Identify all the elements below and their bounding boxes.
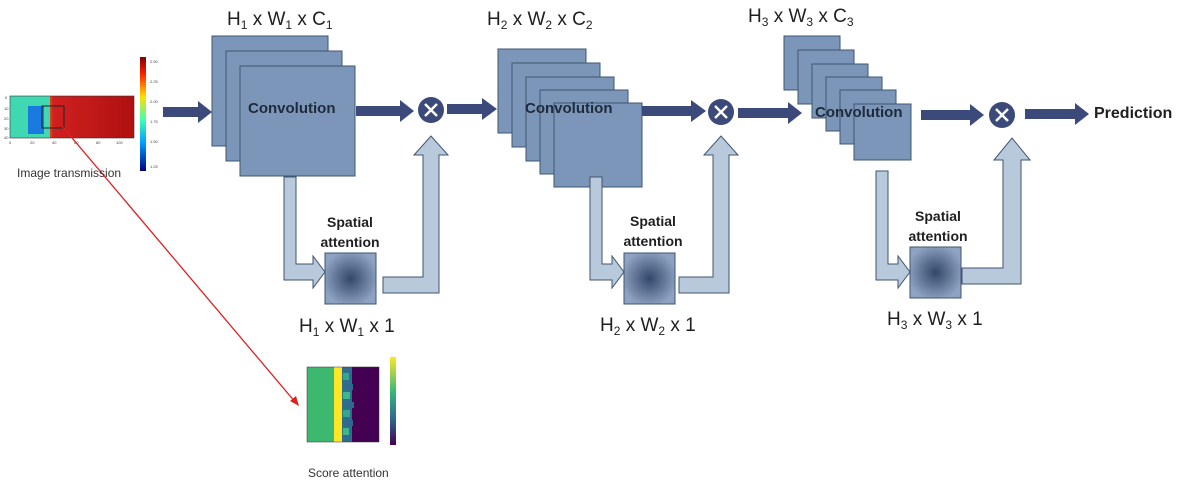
conv-block-3 (783, 35, 912, 161)
stage-1-feature-dims: H1 x W1 x C1 (227, 9, 333, 32)
arrow-conv3-to-attn3 (875, 170, 911, 290)
svg-text:20: 20 (4, 116, 9, 121)
attention-map-1 (324, 252, 377, 305)
svg-text:0: 0 (9, 140, 12, 145)
pointer-arrowhead (290, 396, 299, 406)
svg-text:40: 40 (4, 135, 9, 140)
pointer-arrow (61, 125, 297, 404)
arrow-conv1-to-mult1 (356, 100, 414, 122)
multiply-node-2 (708, 99, 734, 125)
svg-text:2.00: 2.00 (150, 99, 159, 104)
stage-2-attention-label: Spatial attention (623, 213, 683, 249)
svg-text:100: 100 (116, 140, 123, 145)
svg-text:1.50: 1.50 (150, 139, 159, 144)
arrow-conv2-to-mult2 (642, 100, 706, 122)
arrow-mult3-to-output (1025, 103, 1089, 125)
stage-1-attention-label: Spatial attention (320, 214, 380, 250)
arrow-attn3-to-mult3 (961, 137, 1032, 285)
svg-text:0: 0 (5, 95, 8, 100)
stage-3-attention-dims: H3 x W3 x 1 (887, 309, 983, 332)
attention-map-2 (623, 252, 676, 305)
arrow-mult1-to-conv2 (447, 98, 497, 120)
conv-block-1 (211, 35, 356, 177)
arrow-attn1-to-mult1 (382, 135, 450, 294)
attention-map-3 (909, 246, 962, 299)
score-colorbar (390, 357, 396, 445)
arrow-input-to-conv1 (163, 101, 212, 123)
conv-block-2 (497, 48, 643, 188)
input-colorbar (140, 57, 146, 171)
svg-text:30: 30 (4, 126, 9, 131)
stage-3-conv-label: Convolution (815, 104, 903, 121)
svg-text:20: 20 (30, 140, 35, 145)
stage-2-conv-label: Convolution (525, 100, 613, 117)
svg-text:1.25: 1.25 (150, 164, 159, 169)
svg-text:1.75: 1.75 (150, 119, 159, 124)
score-caption: Score attention (308, 466, 389, 480)
arrow-conv2-to-attn2 (589, 176, 625, 290)
svg-text:2.50: 2.50 (150, 59, 159, 64)
multiply-node-1 (418, 97, 444, 123)
input-caption: Image transmission (17, 166, 122, 180)
svg-text:40: 40 (52, 140, 57, 145)
arrow-mult2-to-conv3 (738, 102, 802, 124)
stage-1 (163, 35, 450, 305)
stage-3 (738, 35, 1089, 299)
arrow-attn2-to-mult2 (678, 135, 740, 294)
stage-1-attention-dims: H1 x W1 x 1 (299, 316, 395, 339)
stage-2 (447, 48, 740, 305)
svg-text:2.25: 2.25 (150, 79, 159, 84)
stage-2-feature-dims: H2 x W2 x C2 (487, 9, 593, 32)
multiply-node-3 (989, 102, 1015, 128)
stage-3-feature-dims: H3 x W3 x C3 (748, 6, 854, 29)
score-attention-map (306, 357, 396, 445)
output-label: Prediction (1094, 105, 1173, 122)
stage-3-attention-label: Spatial attention (908, 208, 968, 244)
arrow-conv1-to-attn1 (283, 176, 326, 290)
arrow-conv3-to-mult3 (921, 104, 984, 126)
stage-2-attention-dims: H2 x W2 x 1 (600, 315, 696, 338)
svg-text:10: 10 (4, 106, 9, 111)
svg-text:80: 80 (96, 140, 101, 145)
stage-1-conv-label: Convolution (248, 100, 336, 117)
